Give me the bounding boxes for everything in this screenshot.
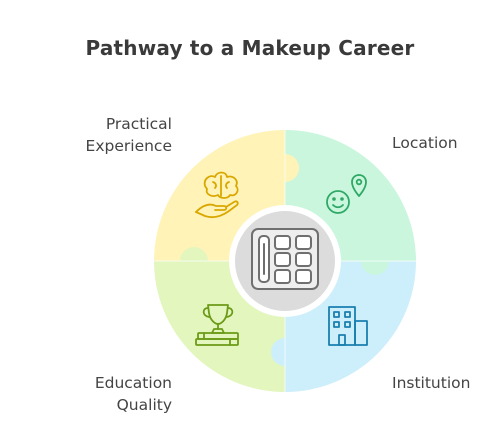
label-practical-line2: Experience [85, 137, 172, 155]
label-practical-experience: Practical Experience [86, 113, 172, 157]
label-institution-line1: Institution [392, 374, 471, 392]
makeup-palette-icon [251, 228, 319, 290]
label-education-line2: Quality [116, 396, 172, 414]
label-education-line1: Education [94, 374, 172, 392]
label-practical-line1: Practical [105, 115, 172, 133]
diagram-title: Pathway to a Makeup Career [85, 36, 415, 60]
label-location: Location [392, 132, 458, 154]
trophy-books-icon [195, 304, 239, 346]
building-icon [328, 306, 368, 346]
label-education-quality: Education Quality [95, 372, 172, 416]
brain-in-hand-icon [195, 171, 239, 219]
smiley-pin-icon [326, 174, 367, 214]
label-location-line1: Location [392, 134, 458, 152]
label-institution: Institution [392, 372, 470, 394]
